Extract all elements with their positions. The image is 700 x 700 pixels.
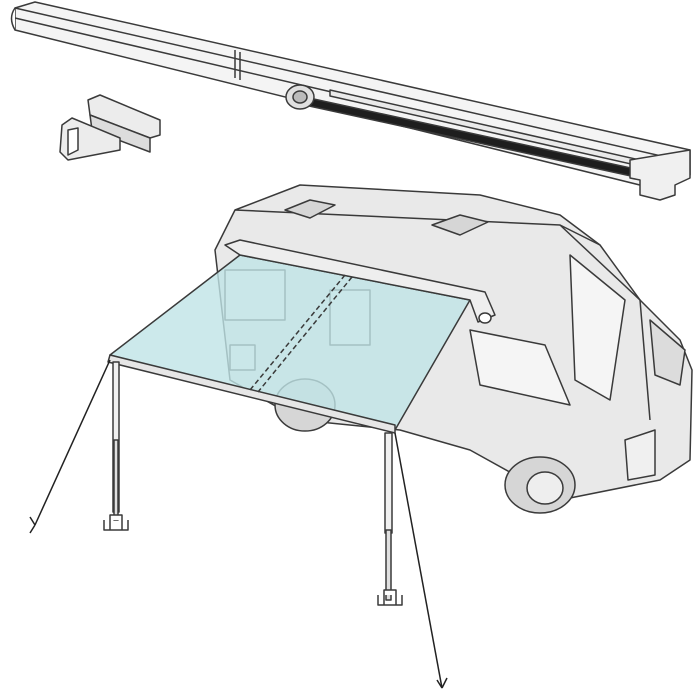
guy-ropes (29, 359, 448, 689)
mounting-brackets (59, 94, 161, 161)
van-windshield (569, 254, 626, 401)
roof-vent (431, 214, 489, 236)
support-legs (103, 361, 403, 606)
roof-vent (284, 199, 336, 219)
awning-rail (10, 1, 691, 201)
van-side-window (469, 329, 571, 406)
rail-end-bracket (629, 149, 691, 201)
